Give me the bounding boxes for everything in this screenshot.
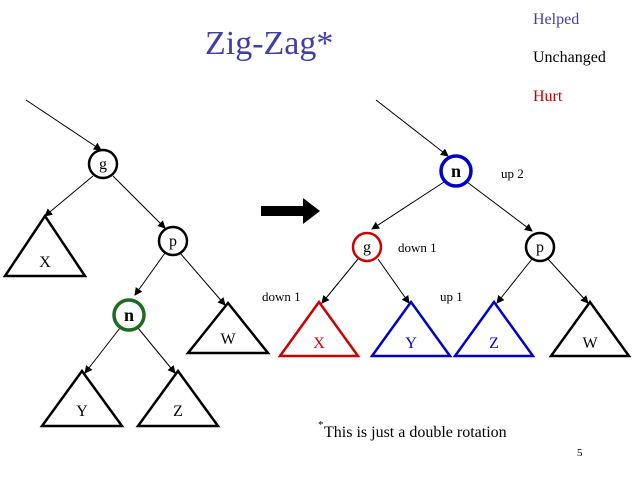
after-node-n [439, 154, 473, 188]
before-node-n [112, 298, 146, 332]
annotation-up-1-z: up 1 [440, 289, 463, 304]
before-subtree-x-label: X [39, 254, 51, 271]
legend-unchanged: Unchanged [533, 49, 606, 66]
annotation-up-2: up 2 [501, 166, 524, 181]
before-edge-p-n [134, 252, 166, 296]
before-edge-p-w [179, 252, 226, 306]
before-subtree-z-label: Z [173, 403, 183, 420]
before-node-p-label: p [169, 233, 177, 250]
after-subtree-x-label: X [313, 335, 325, 352]
before-subtree-w [185, 300, 271, 355]
before-edge-g-x [44, 175, 94, 217]
after-node-p [524, 231, 556, 263]
before-subtree-y-label: Y [76, 403, 88, 420]
after-tree: n g p X Y Z W up 2 down 1 down 1 up 1 [262, 99, 632, 358]
legend-hurt: Hurt [533, 88, 563, 105]
before-edge-root-g [25, 99, 102, 151]
footnote-star: * [318, 419, 324, 431]
before-subtree-z [135, 368, 221, 428]
after-subtree-w-label: W [582, 335, 598, 352]
after-edge-root-n [375, 99, 449, 157]
after-subtree-y-label: Y [405, 335, 417, 352]
legend-helped: Helped [533, 11, 579, 28]
before-edge-n-z [137, 327, 176, 374]
after-edge-n-g [371, 181, 445, 230]
annotation-down-1-g: down 1 [398, 240, 437, 255]
after-node-g-label: g [363, 239, 371, 256]
after-node-g [351, 231, 383, 263]
before-subtree-w-label: W [220, 331, 236, 348]
after-subtree-z [452, 299, 536, 358]
after-node-p-label: p [536, 239, 544, 256]
after-subtree-z-label: Z [489, 335, 499, 352]
after-node-n-label: n [451, 161, 461, 181]
after-subtree-y [369, 299, 453, 358]
before-node-g [87, 148, 119, 180]
annotation-down-1-x: down 1 [262, 289, 301, 304]
after-subtree-w [548, 299, 632, 358]
before-edge-n-y [84, 327, 121, 374]
after-edge-n-p [466, 181, 533, 232]
after-edge-g-y [377, 258, 410, 304]
before-node-n-label: n [124, 305, 134, 325]
before-subtree-x [2, 213, 88, 278]
after-edge-g-x [321, 258, 359, 304]
before-edge-g-p [112, 175, 166, 229]
before-node-p [157, 225, 189, 257]
before-node-g-label: g [99, 156, 107, 173]
before-tree: g p n X W Y Z [2, 99, 271, 428]
after-edge-p-w [547, 258, 589, 304]
slide-title: Zig-Zag* [205, 25, 333, 62]
before-subtree-y [39, 368, 125, 428]
after-edge-p-z [496, 258, 533, 304]
footnote-text: This is just a double rotation [324, 424, 507, 441]
page-number: 5 [577, 447, 583, 459]
transform-arrow-icon [261, 198, 320, 224]
after-subtree-x [277, 299, 361, 358]
